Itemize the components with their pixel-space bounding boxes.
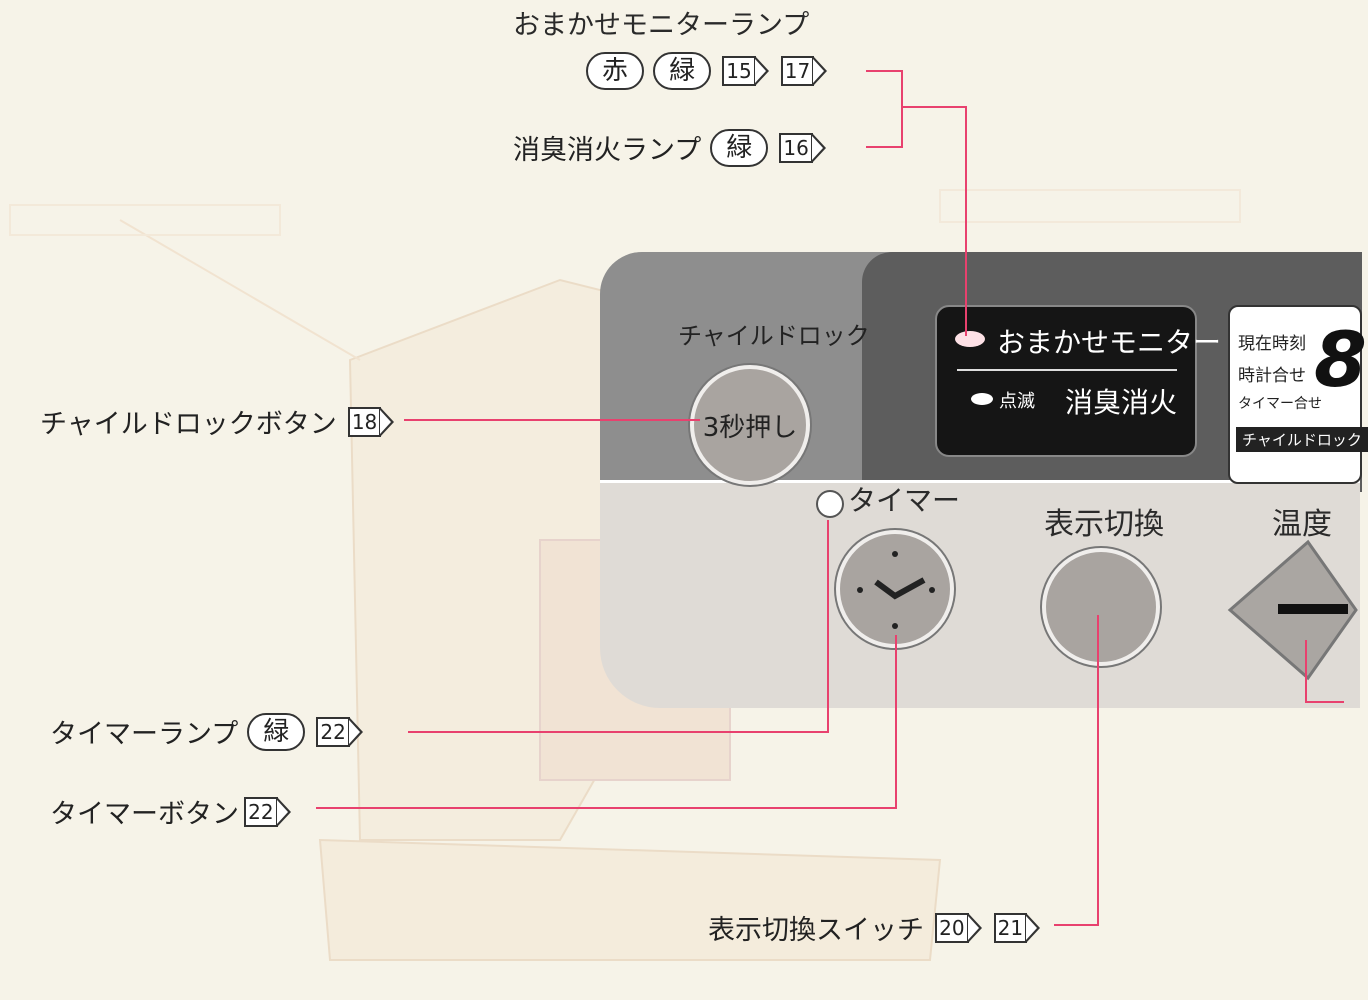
child-lock-button-text: 3秒押し bbox=[702, 413, 798, 443]
page-ref-20: 20 bbox=[935, 912, 983, 943]
deodor-text: 消臭消火 bbox=[1065, 386, 1178, 419]
blink-text: 点滅 bbox=[999, 391, 1035, 412]
green-color-pill: 緑 bbox=[653, 52, 712, 90]
display-divider bbox=[957, 369, 1177, 371]
red-color-pill: 赤 bbox=[586, 52, 645, 90]
deodor-green-pill: 緑 bbox=[710, 128, 769, 167]
minus-icon bbox=[1278, 604, 1348, 614]
clock-icon bbox=[857, 551, 935, 629]
timer-lamp-label: タイマーランプ bbox=[50, 719, 239, 750]
display-switch-panel-label: 表示切換 bbox=[1044, 507, 1164, 542]
lcd-line-3: タイマー合せ bbox=[1238, 396, 1322, 412]
timer-button-row: タイマーボタン 22 bbox=[50, 792, 292, 831]
page-ref-17: 17 bbox=[780, 56, 828, 86]
page-ref-18: 18 bbox=[347, 406, 395, 437]
page-ref-22-lamp: 22 bbox=[316, 716, 364, 747]
lcd-digit: 8 bbox=[1314, 315, 1367, 404]
temperature-down-button[interactable] bbox=[1227, 539, 1358, 681]
omakase-monitor-text: おまかせモニター bbox=[997, 326, 1222, 359]
timer-lamp-indicator bbox=[816, 490, 844, 518]
page-ref-16: 16 bbox=[779, 132, 827, 163]
timer-lamp-row: タイマーランプ 緑 22 bbox=[50, 712, 364, 751]
child-lock-button-label: チャイルドロックボタン bbox=[40, 409, 337, 440]
omakase-monitor-lamp-label: おまかせモニターランプ bbox=[513, 10, 810, 41]
lcd-child-lock: チャイルドロック bbox=[1236, 427, 1368, 452]
child-lock-title: チャイルドロック bbox=[678, 322, 870, 350]
page-ref-21: 21 bbox=[993, 912, 1041, 943]
timer-button-label: タイマーボタン bbox=[50, 799, 239, 830]
status-display: おまかせモニター 点滅 消臭消火 bbox=[935, 305, 1221, 457]
page-ref-15: 15 bbox=[722, 56, 770, 86]
page-ref-22-button: 22 bbox=[244, 796, 292, 827]
child-lock-button-row: チャイルドロックボタン 18 bbox=[40, 402, 395, 441]
timer-green-pill: 緑 bbox=[247, 712, 306, 751]
lcd-panel: 現在時刻 時計合せ タイマー合せ 8 チャイルドロック bbox=[1228, 305, 1368, 484]
lcd-line-1: 現在時刻 bbox=[1238, 334, 1306, 354]
omakase-lamp-color-row: 赤 緑 15 17 bbox=[582, 52, 828, 90]
deodor-lamp-indicator bbox=[971, 393, 993, 405]
child-lock-button[interactable]: 3秒押し bbox=[690, 365, 810, 485]
display-switch-button[interactable] bbox=[1042, 548, 1160, 666]
deodor-lamp-label: 消臭消火ランプ bbox=[513, 135, 702, 166]
display-switch-label: 表示切換スイッチ bbox=[708, 915, 924, 946]
deodor-lamp-row: 消臭消火ランプ 緑 16 bbox=[513, 128, 827, 167]
display-switch-row: 表示切換スイッチ 20 21 bbox=[708, 908, 1041, 947]
temperature-panel-label: 温度 bbox=[1272, 507, 1332, 542]
timer-panel-label: タイマー bbox=[848, 484, 961, 517]
control-panel-lower bbox=[600, 480, 1360, 708]
lcd-line-2: 時計合せ bbox=[1238, 366, 1306, 386]
omakase-lamp-indicator bbox=[955, 331, 985, 347]
